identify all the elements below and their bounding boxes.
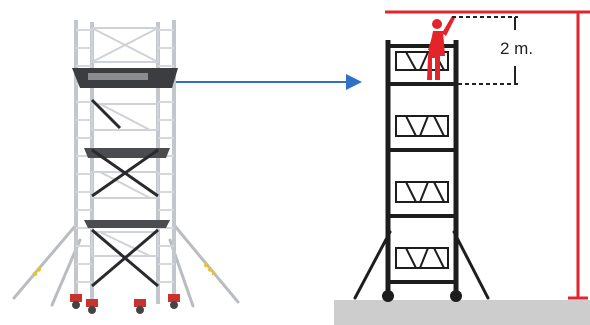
ground-slab: [334, 300, 590, 325]
right-arrow-icon: [176, 74, 362, 90]
worker-reaching-icon: [427, 16, 455, 80]
schematic-wheels: [382, 290, 462, 302]
overall-height-marker: [385, 10, 590, 300]
tower-scaffold-outline: [353, 40, 490, 302]
two-metre-dimension: 2 m.: [452, 16, 533, 85]
aluminium-tower-scaffold: [12, 20, 240, 314]
working-platforms: [72, 68, 178, 228]
castor-wheels: [70, 294, 180, 314]
guardrail-bays: [395, 51, 449, 269]
height-label: 2 m.: [500, 39, 533, 58]
stabiliser-hazard-stripes: [32, 262, 216, 277]
diagonal-braces: [90, 98, 159, 288]
